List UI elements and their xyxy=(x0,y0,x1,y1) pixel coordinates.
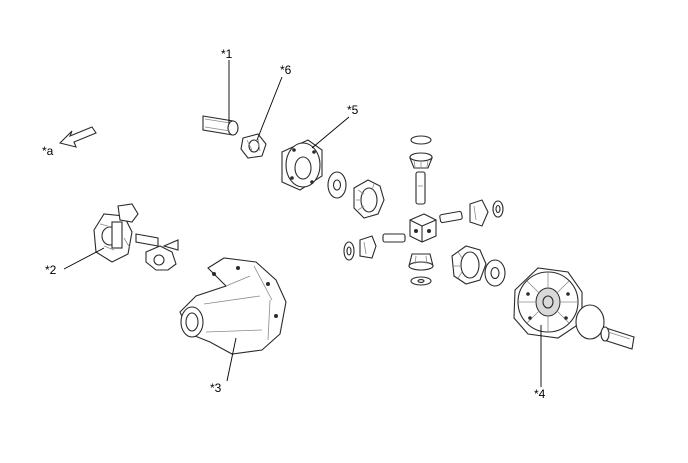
leader-6 xyxy=(256,76,283,141)
pinion-gear-right xyxy=(469,199,504,227)
label-3: *3 xyxy=(210,381,222,395)
label-2: *2 xyxy=(45,263,57,277)
pinion-gear-left xyxy=(343,235,377,261)
part-2-sensor-assembly xyxy=(93,203,179,271)
direction-arrow-icon xyxy=(58,126,97,148)
label-6: *6 xyxy=(280,63,292,77)
part-3-carrier-housing xyxy=(179,257,287,355)
pinion-shaft-right xyxy=(439,210,463,224)
pinion-gear-top xyxy=(409,135,433,169)
gasket-ring xyxy=(575,304,605,340)
label-a: *a xyxy=(42,144,54,158)
center-block xyxy=(409,213,437,243)
rear-shaft xyxy=(600,326,635,350)
label-4: *4 xyxy=(534,387,546,401)
side-gear-right xyxy=(451,245,487,285)
part-6-nut xyxy=(240,133,267,159)
part-4-case-ring-gear xyxy=(513,267,583,339)
pinion-shaft-left xyxy=(382,233,406,243)
pinion-gear-bottom xyxy=(408,253,434,286)
label-5: *5 xyxy=(347,103,359,117)
thrust-washer-left xyxy=(327,171,347,199)
leader-5 xyxy=(311,116,350,149)
leader-3 xyxy=(226,337,237,382)
thrust-washer-right xyxy=(484,259,506,287)
side-gear-left xyxy=(353,179,385,219)
part-1-pinion-shaft xyxy=(202,115,239,136)
part-5-case-half xyxy=(281,139,323,191)
label-1: *1 xyxy=(221,47,233,61)
leader-2 xyxy=(63,247,105,270)
pinion-shaft-vertical xyxy=(415,171,426,205)
